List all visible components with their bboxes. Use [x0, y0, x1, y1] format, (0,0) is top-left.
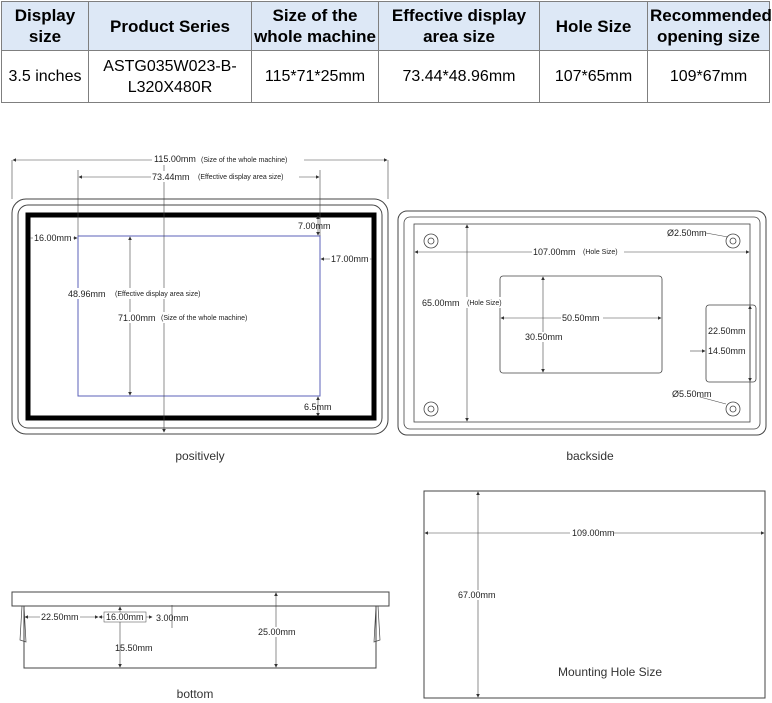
- caption-positively: positively: [175, 449, 224, 463]
- spec-table: Display size Product Series Size of the …: [1, 0, 772, 103]
- front-display-area: [77, 235, 321, 397]
- label-bottom-margin: 6.5mm: [304, 402, 332, 412]
- header-machine-size: Size of the whole machine: [251, 0, 379, 52]
- label-display-width: 73.44mm: [152, 172, 190, 182]
- label-whole-height-note: (Size of the whole machine): [161, 315, 247, 322]
- cell-opening-size: 109*67mm: [647, 50, 770, 103]
- caption-bottom: bottom: [177, 687, 214, 701]
- label-left-margin: 16.00mm: [34, 233, 72, 243]
- spec-data-row: 3.5 inches ASTG035W023-B-L320X480R 115*7…: [1, 50, 770, 103]
- label-bottom-c: 3.00mm: [156, 613, 189, 623]
- back-view: [397, 210, 767, 436]
- header-opening-size: Recommended opening size: [647, 0, 772, 52]
- front-outer-edge: [11, 198, 389, 435]
- label-top-margin: 7.00mm: [298, 221, 331, 231]
- label-display-height-note: (Effective display area size): [115, 291, 200, 298]
- label-bottom-b: 16.00mm: [106, 612, 144, 622]
- caption-mounting-hole: Mounting Hole Size: [558, 665, 662, 679]
- header-display-size: Display size: [1, 0, 89, 52]
- label-hole-width: 107.00mm: [533, 247, 576, 257]
- back-label-area: [499, 275, 663, 374]
- mounting-hole-outline: [423, 490, 766, 699]
- cell-display-area: 73.44*48.96mm: [378, 50, 540, 103]
- label-mount-width: 109.00mm: [572, 528, 615, 538]
- label-big-hole: Ø5.50mm: [672, 389, 712, 399]
- mounting-screw-icons: [423, 233, 741, 417]
- label-display-height: 48.96mm: [68, 289, 106, 299]
- back-inner-edge: [403, 216, 761, 430]
- back-view-labels: Ø2.50mm 107.00mm (Hole Size) 65.00mm (Ho…: [421, 228, 748, 463]
- cell-hole-size: 107*65mm: [539, 50, 648, 103]
- mounting-view-labels: 109.00mm 67.00mm Mounting Hole Size: [456, 528, 662, 679]
- label-bottom-d: 15.50mm: [115, 643, 153, 653]
- label-whole-width-note: (Size of the whole machine): [201, 157, 287, 164]
- label-hole-height-note: (Hole Size): [467, 300, 502, 307]
- front-bezel: [17, 204, 383, 429]
- bottom-body: [23, 606, 377, 669]
- label-hole-width-note: (Hole Size): [583, 249, 618, 256]
- front-view-labels: 115.00mm (Size of the whole machine) 73.…: [33, 154, 370, 463]
- header-hole-size: Hole Size: [539, 0, 648, 52]
- cell-display-size: 3.5 inches: [1, 50, 89, 103]
- label-label-width: 50.50mm: [562, 313, 600, 323]
- caption-backside: backside: [566, 449, 614, 463]
- front-panel: [25, 212, 377, 421]
- header-product-series: Product Series: [88, 0, 252, 52]
- label-bottom-depth: 25.00mm: [258, 627, 296, 637]
- label-small-hole: Ø2.50mm: [667, 228, 707, 238]
- bottom-bezel: [11, 591, 390, 607]
- label-connector-width: 14.50mm: [708, 346, 746, 356]
- back-connector: [705, 304, 757, 383]
- label-connector-height: 22.50mm: [708, 326, 746, 336]
- bottom-view-labels: 22.50mm 16.00mm 3.00mm 15.50mm 25.00mm b…: [40, 611, 299, 701]
- label-whole-height: 71.00mm: [118, 313, 156, 323]
- spec-header-row: Display size Product Series Size of the …: [1, 0, 772, 52]
- label-mount-height: 67.00mm: [458, 590, 496, 600]
- header-display-area: Effective display area size: [378, 0, 540, 52]
- label-label-height: 30.50mm: [525, 332, 563, 342]
- cell-machine-size: 115*71*25mm: [251, 50, 379, 103]
- back-outer-edge: [397, 210, 767, 436]
- cell-product-series: ASTG035W023-B-L320X480R: [88, 50, 252, 103]
- label-display-width-note: (Effective display area size): [198, 174, 283, 181]
- label-right-margin: 17.00mm: [331, 254, 369, 264]
- label-hole-height: 65.00mm: [422, 298, 460, 308]
- label-whole-width: 115.00mm: [154, 154, 196, 164]
- bottom-view: [11, 591, 390, 669]
- label-bottom-a: 22.50mm: [41, 612, 79, 622]
